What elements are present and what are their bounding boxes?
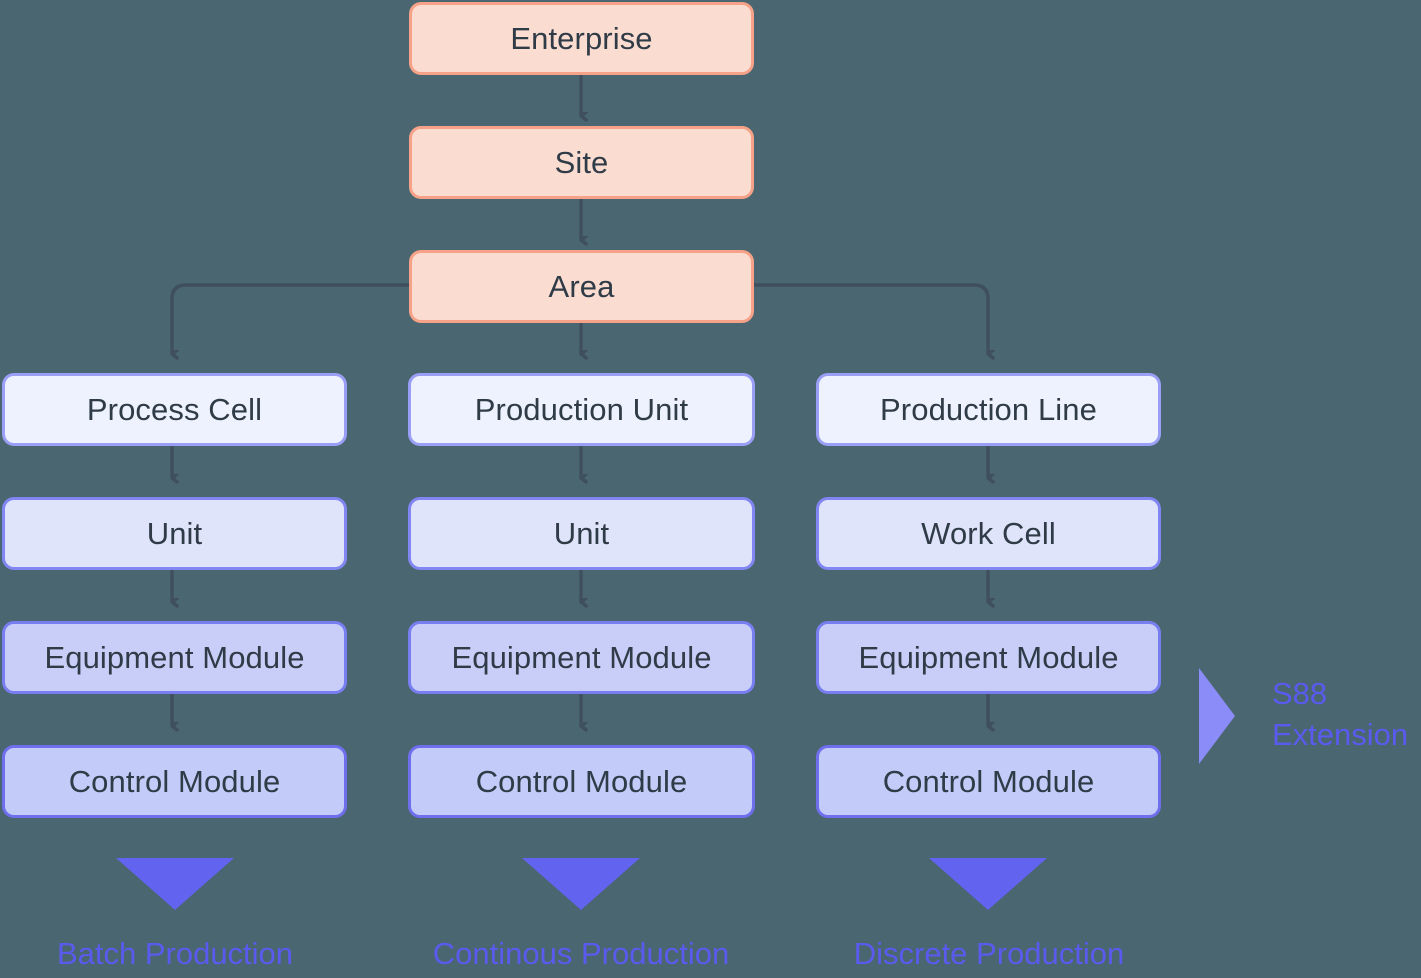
s88-label-line2: Extension [1272, 716, 1409, 752]
node-control-module-continuous[interactable]: Control Module [408, 745, 755, 818]
node-production-line[interactable]: Production Line [816, 373, 1161, 446]
node-control-module-discrete[interactable]: Control Module [816, 745, 1161, 818]
s88-arrow-icon [1199, 668, 1235, 764]
s88-label-line1: S88 [1272, 676, 1328, 711]
node-label: Enterprise [510, 21, 653, 56]
caption-continuous-production: Continous Production [432, 936, 730, 971]
node-unit-batch[interactable]: Unit [2, 497, 347, 570]
node-unit-continuous[interactable]: Unit [408, 497, 755, 570]
node-label: Control Module [68, 764, 281, 799]
node-production-unit[interactable]: Production Unit [408, 373, 755, 446]
caption-discrete-production: Discrete Production [853, 936, 1125, 971]
node-area[interactable]: Area [409, 250, 754, 323]
node-label: Equipment Module [858, 640, 1119, 675]
node-label: Equipment Module [44, 640, 305, 675]
node-label: Production Line [880, 392, 1097, 427]
node-enterprise[interactable]: Enterprise [409, 2, 754, 75]
node-label: Work Cell [921, 516, 1056, 551]
node-equipment-module-batch[interactable]: Equipment Module [2, 621, 347, 694]
node-label: Equipment Module [451, 640, 712, 675]
arrow-area-process-cell [170, 283, 410, 354]
node-label: Control Module [882, 764, 1095, 799]
funnel-triangle-discrete-icon [929, 858, 1047, 910]
s88-extension-label: S88 Extension [1272, 674, 1408, 756]
node-label: Production Unit [474, 392, 689, 427]
node-label: Unit [553, 516, 610, 551]
node-work-cell[interactable]: Work Cell [816, 497, 1161, 570]
node-equipment-module-discrete[interactable]: Equipment Module [816, 621, 1161, 694]
caption-batch-production: Batch Production [56, 936, 294, 971]
funnel-triangle-continuous-icon [522, 858, 640, 910]
node-label: Unit [146, 516, 203, 551]
node-label: Control Module [475, 764, 688, 799]
node-control-module-batch[interactable]: Control Module [2, 745, 347, 818]
arrow-area-production-line [753, 283, 988, 354]
node-label: Site [554, 145, 609, 180]
node-label: Area [548, 269, 615, 304]
node-label: Process Cell [86, 392, 263, 427]
funnel-triangle-batch-icon [116, 858, 234, 910]
node-process-cell[interactable]: Process Cell [2, 373, 347, 446]
node-site[interactable]: Site [409, 126, 754, 199]
node-equipment-module-continuous[interactable]: Equipment Module [408, 621, 755, 694]
